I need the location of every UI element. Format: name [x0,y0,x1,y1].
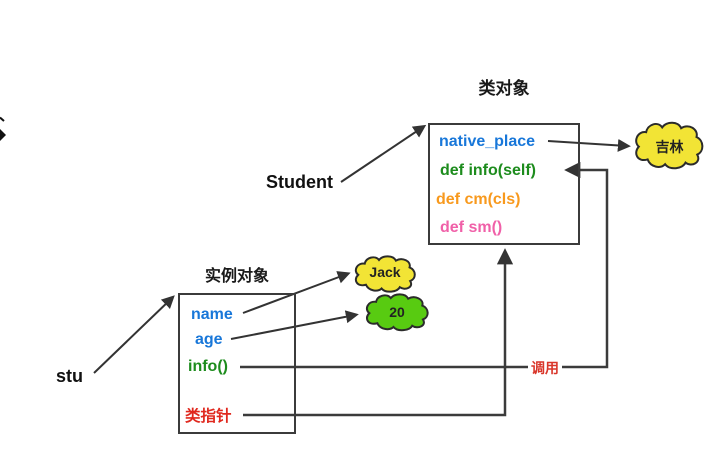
twenty-cloud-label: 20 [389,304,405,320]
instance-object-title: 实例对象 [204,268,269,285]
nativeplace-to-jilin-arrow [547,138,631,152]
instance-attr-name: name [191,306,233,323]
class-attr-native-place: native_place [439,133,536,150]
class-method-info: def info(self) [440,162,536,179]
instance-object-box: name age info() 类指针 [178,293,296,434]
left-edge-artifact [0,116,6,141]
age-to-twenty-arrow [230,310,359,340]
jilin-cloud [636,123,702,169]
class-object-title: 类对象 [478,79,530,98]
jilin-cloud-label: 吉林 [655,139,684,155]
stu-to-instance-arrow [93,295,175,374]
jack-cloud-label: Jack [369,264,401,280]
twenty-cloud [367,294,428,330]
student-to-class-arrow [340,124,427,183]
jack-cloud [356,256,415,291]
student-ref-label: Student [266,172,333,192]
stu-ref-label: stu [56,366,83,386]
instance-attr-age: age [195,331,223,348]
call-annotation: 调用 [528,358,562,378]
class-method-sm: def sm() [440,219,503,236]
instance-class-pointer: 类指针 [185,408,232,425]
class-method-cm: def cm(cls) [436,191,521,208]
info-call-path-arrow [240,161,609,369]
class-object-box: native_place def info(self) def cm(cls) … [428,123,580,245]
instance-method-info: info() [188,358,228,375]
classpointer-to-class-arrow [243,248,514,417]
